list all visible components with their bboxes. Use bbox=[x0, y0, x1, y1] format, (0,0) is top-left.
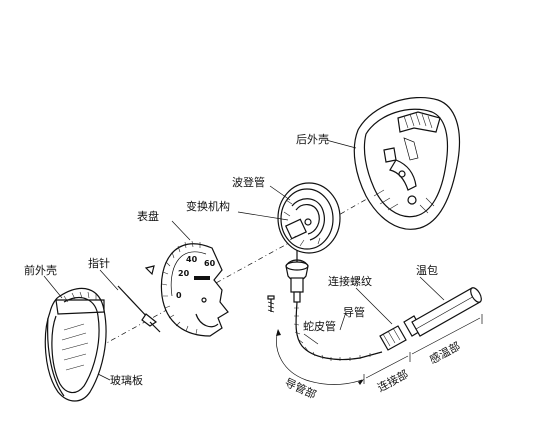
front-housing-part bbox=[44, 287, 107, 402]
snake-sheath-label: 蛇皮管 bbox=[303, 319, 336, 333]
conduit-section-label: 导管部 bbox=[283, 375, 319, 402]
rear-housing-part bbox=[325, 96, 461, 230]
dial-label: 表盘 bbox=[137, 209, 159, 223]
movement-label: 变换机构 bbox=[186, 199, 230, 213]
dial-part: 20 40 60 0 bbox=[160, 240, 229, 337]
bulb-label: 温包 bbox=[416, 264, 438, 277]
pointer-part bbox=[117, 265, 161, 333]
dial-number-40: 40 bbox=[186, 255, 198, 264]
bourdon-tube-label: 波登管 bbox=[232, 175, 265, 189]
rear-housing-label: 后外壳 bbox=[296, 132, 329, 146]
glass-plate-label: 玻璃板 bbox=[110, 373, 143, 387]
conduit-label: 导管 bbox=[343, 305, 365, 319]
front-housing-label: 前外壳 bbox=[24, 263, 57, 277]
pointer-label: 指针 bbox=[88, 256, 110, 270]
center-axis-line bbox=[89, 179, 401, 353]
screw-part bbox=[267, 295, 275, 313]
connection-section-label: 连接部 bbox=[375, 367, 411, 395]
dial-number-20: 20 bbox=[178, 269, 190, 278]
connecting-thread-label: 连接螺纹 bbox=[328, 274, 372, 288]
section-dimension-lines bbox=[276, 314, 483, 385]
bulb-part bbox=[411, 287, 482, 337]
bourdon-tube-part bbox=[277, 182, 341, 303]
dial-number-0: 0 bbox=[176, 291, 182, 300]
dial-number-60: 60 bbox=[204, 259, 216, 268]
snake-sheath-part bbox=[293, 301, 383, 361]
